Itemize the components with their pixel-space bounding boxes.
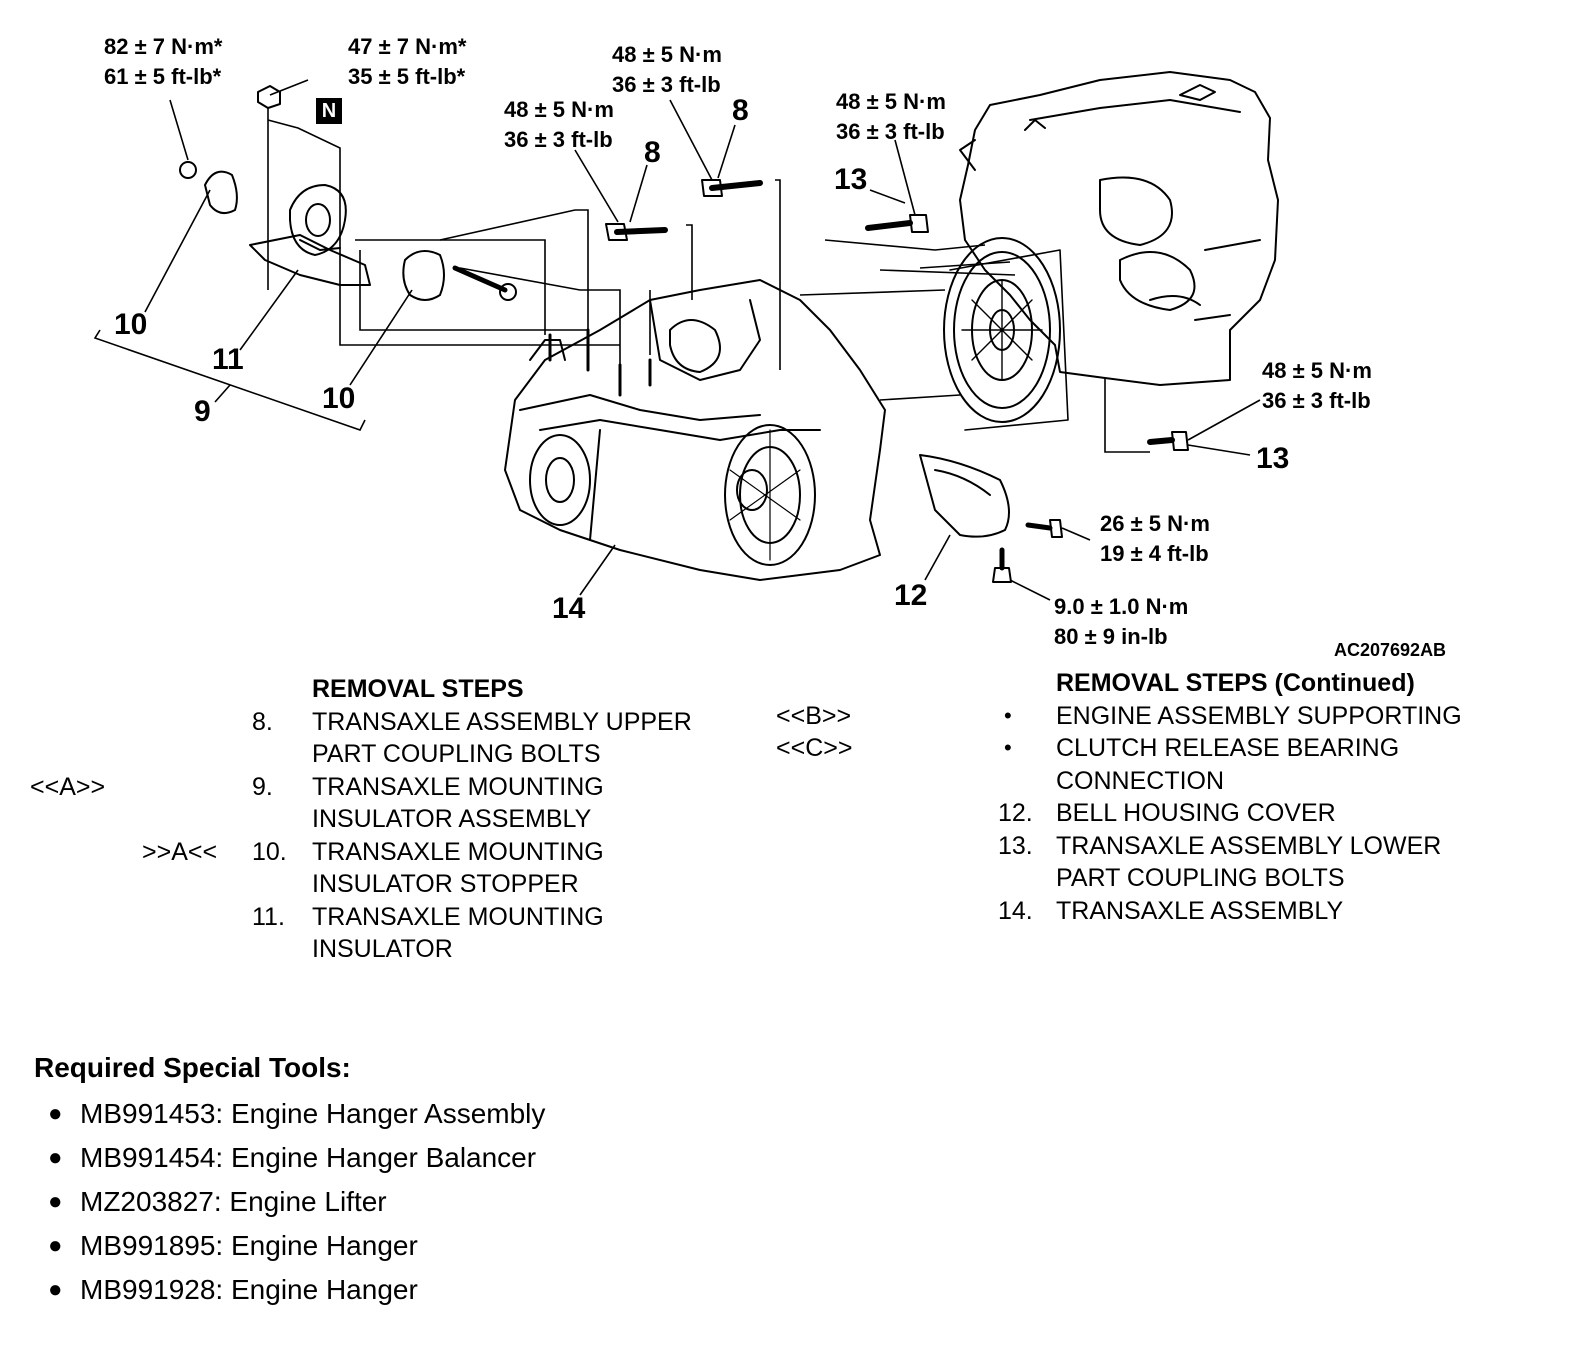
removal-step: <<A>> 9. TRANSAXLE MOUNTING INSULATOR AS… bbox=[30, 771, 742, 836]
step-number: 14. bbox=[998, 896, 1033, 925]
step-ref-mark: >>A<< bbox=[142, 837, 218, 866]
list-item: ●MB991895: Engine Hanger bbox=[34, 1224, 545, 1268]
step-number: 12. bbox=[998, 799, 1033, 827]
engine-block bbox=[959, 71, 1279, 386]
bullet-icon: ● bbox=[48, 1188, 63, 1215]
callout-number: 12 bbox=[894, 579, 928, 612]
step-number: 9. bbox=[252, 772, 273, 801]
step-ref-mark: <<B>> bbox=[776, 701, 852, 730]
list-item: ●MB991453: Engine Hanger Assembly bbox=[34, 1092, 545, 1136]
removal-step: 14. TRANSAXLE ASSEMBLY bbox=[998, 895, 1486, 928]
step-text: TRANSAXLE ASSEMBLY UPPER PART COUPLING B… bbox=[312, 707, 692, 769]
step-text: BELL HOUSING COVER bbox=[1056, 799, 1336, 827]
removal-step: 8. TRANSAXLE ASSEMBLY UPPER PART COUPLIN… bbox=[252, 706, 742, 771]
transaxle-case bbox=[504, 279, 886, 581]
n-replace-mark: N bbox=[316, 98, 342, 124]
callout-number: 14 bbox=[552, 592, 586, 625]
step-text: TRANSAXLE ASSEMBLY bbox=[1056, 896, 1344, 925]
removal-step: <<B>> • ENGINE ASSEMBLY SUPPORTING bbox=[776, 700, 1486, 733]
bullet-icon: ● bbox=[48, 1100, 63, 1127]
callout-number: 9 bbox=[194, 395, 211, 428]
callout-number: 10 bbox=[114, 308, 148, 341]
step-bullet: • bbox=[1004, 702, 1012, 728]
callout-number: 8 bbox=[644, 136, 661, 169]
removal-steps-continued-title: REMOVAL STEPS (Continued) bbox=[1056, 669, 1415, 697]
removal-step: 11. TRANSAXLE MOUNTING INSULATOR bbox=[252, 901, 742, 966]
callout-number: 13 bbox=[1256, 442, 1290, 475]
step-ref-mark: <<C>> bbox=[776, 734, 853, 762]
removal-step: 13. TRANSAXLE ASSEMBLY LOWER PART COUPLI… bbox=[998, 830, 1486, 895]
removal-step: <<C>> • CLUTCH RELEASE BEARING CONNECTIO… bbox=[776, 732, 1486, 797]
removal-steps-continued: REMOVAL STEPS (Continued) <<B>> • ENGINE… bbox=[776, 667, 1486, 928]
torque-label: 47 ± 7 N·m*35 ± 5 ft-lb* bbox=[348, 34, 467, 89]
removal-step: 12. BELL HOUSING COVER bbox=[998, 797, 1486, 830]
step-bullet: • bbox=[1004, 735, 1012, 760]
special-tools-list: ●MB991453: Engine Hanger Assembly ●MB991… bbox=[34, 1092, 545, 1312]
special-tools: Required Special Tools: ●MB991453: Engin… bbox=[34, 1052, 545, 1312]
step-number: 13. bbox=[998, 831, 1033, 860]
callout-number: 10 bbox=[322, 382, 356, 415]
exploded-view-figure bbox=[93, 71, 1279, 601]
flywheel bbox=[943, 237, 1061, 423]
mount-bracket bbox=[249, 234, 371, 286]
callout-number: 8 bbox=[732, 94, 749, 127]
insulator-stopper bbox=[402, 250, 445, 301]
step-text: ENGINE ASSEMBLY SUPPORTING bbox=[1056, 701, 1462, 730]
step-text: TRANSAXLE MOUNTING INSULATOR STOPPER bbox=[312, 837, 604, 899]
step-text: TRANSAXLE MOUNTING INSULATOR bbox=[312, 902, 604, 964]
list-item: ●MB991454: Engine Hanger Balancer bbox=[34, 1136, 545, 1180]
special-tools-title: Required Special Tools: bbox=[34, 1052, 351, 1083]
step-number: 8. bbox=[252, 707, 273, 736]
figure-id: AC207692AB bbox=[1334, 640, 1447, 660]
step-text: TRANSAXLE ASSEMBLY LOWER PART COUPLING B… bbox=[1056, 831, 1442, 893]
removal-step: >>A<< 10. TRANSAXLE MOUNTING INSULATOR S… bbox=[142, 836, 742, 901]
callout-number: 13 bbox=[834, 163, 868, 196]
step-number: 10. bbox=[252, 837, 287, 866]
removal-steps: REMOVAL STEPS 8. TRANSAXLE ASSEMBLY UPPE… bbox=[30, 673, 742, 966]
step-ref-mark: <<A>> bbox=[30, 772, 106, 801]
step-text: CLUTCH RELEASE BEARING CONNECTION bbox=[1056, 734, 1400, 795]
step-text: TRANSAXLE MOUNTING INSULATOR ASSEMBLY bbox=[312, 772, 604, 834]
step-number: 11. bbox=[252, 902, 285, 931]
bullet-icon: ● bbox=[48, 1144, 63, 1171]
bullet-icon: ● bbox=[48, 1232, 63, 1259]
bell-housing-cover bbox=[919, 454, 1010, 538]
list-item: ●MB991928: Engine Hanger bbox=[34, 1268, 545, 1312]
callout-number: 11 bbox=[212, 343, 244, 376]
removal-steps-title: REMOVAL STEPS bbox=[312, 675, 524, 703]
list-item: ●MZ203827: Engine Lifter bbox=[34, 1180, 545, 1224]
torque-label: 82 ± 7 N·m*61 ± 5 ft-lb* bbox=[104, 34, 223, 89]
bullet-icon: ● bbox=[48, 1276, 63, 1303]
